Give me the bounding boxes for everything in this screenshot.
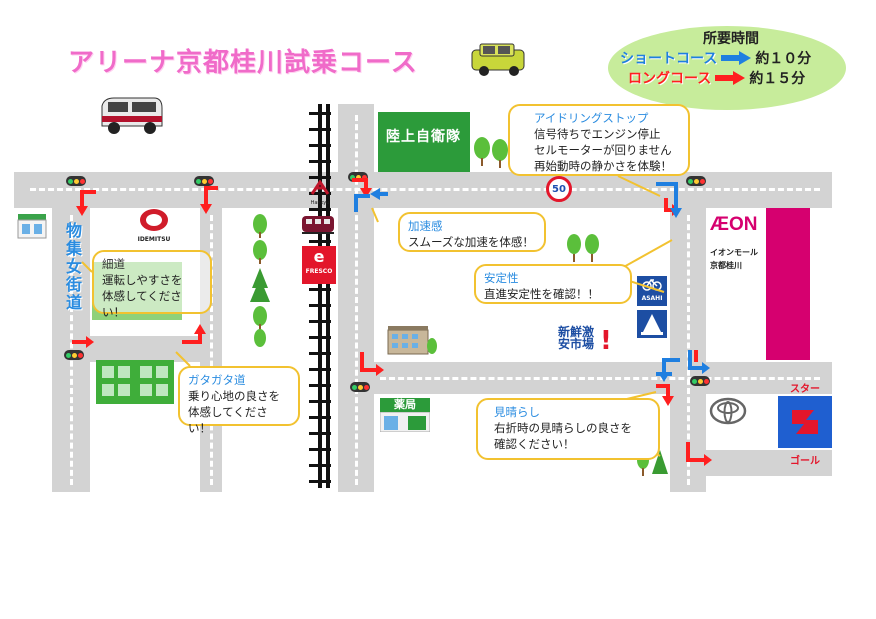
legend-short-course: ショートコース	[620, 51, 718, 67]
callout-text: 乗り心地の良さを	[188, 389, 280, 403]
shop-sign-blue	[637, 310, 667, 338]
hankyu-logo: Hankyu	[304, 179, 336, 208]
store-icon	[16, 212, 48, 240]
aeon-name: イオンモール 京都桂川	[710, 248, 758, 270]
arrow-right-icon	[715, 71, 746, 85]
parking-lot	[96, 360, 174, 404]
blue-arrowhead-icon	[370, 188, 710, 382]
car-image-green	[470, 40, 528, 78]
callout-text: 体感してください！	[102, 289, 182, 319]
traffic-light-icon	[66, 176, 86, 186]
tree-icon	[472, 136, 512, 174]
callout-acceleration: 加速感 スムーズな加速を体感！	[398, 212, 546, 252]
callout-heading: 見晴らし	[494, 405, 540, 419]
road-bottom-right-horizontal	[706, 450, 832, 476]
car-image-van	[98, 96, 166, 136]
aeon-mall-building: ÆON イオンモール 京都桂川	[706, 208, 810, 360]
lane-marking	[355, 115, 358, 485]
shinsen-label: 新鮮激安市場	[558, 325, 595, 351]
bicycle-icon	[642, 278, 662, 291]
idemitsu-label: IDEMITSU	[137, 236, 171, 243]
callout-text: 確認ください！	[494, 437, 575, 451]
red-arrow-icon	[72, 178, 706, 462]
callout-text: 運転しやすさを	[102, 273, 183, 287]
pharmacy-label: 薬局	[380, 398, 430, 412]
tree-icon	[564, 232, 604, 270]
legend-long-course: ロングコース	[628, 71, 712, 87]
legend-short-time: 約１０分	[755, 51, 812, 67]
goal-label: ゴール	[790, 456, 820, 467]
building-icon	[386, 322, 438, 356]
callout-heading: 加速感	[408, 219, 443, 233]
aeon-logo: ÆON	[710, 214, 758, 235]
callout-heading: ガタガタ道	[188, 373, 246, 387]
rikujo-label: 陸上自衛隊	[386, 129, 461, 145]
traffic-light-icon	[686, 176, 706, 186]
callout-text: 右折時の見晴らしの良さを	[494, 421, 632, 435]
suzuki-logo	[778, 396, 832, 448]
time-legend: 所要時間 ショートコース 約１０分 ロングコース 約１５分	[608, 26, 846, 110]
traffic-light-icon	[64, 350, 84, 360]
callout-text: スムーズな加速を体感！	[408, 235, 534, 249]
blue-arrow-icon	[354, 182, 704, 376]
idemitsu-logo: IDEMITSU	[128, 208, 180, 248]
arrow-right-icon	[721, 51, 752, 65]
hankyu-mark-icon	[310, 179, 330, 195]
exclamation-icon: !	[600, 326, 612, 356]
lane-marking	[210, 215, 213, 485]
lane-marking	[380, 377, 820, 380]
callout-text: 再始動時の静かさを体験！	[534, 159, 672, 173]
fresco-logo: e FRESCO	[302, 246, 336, 284]
rikujo-jieitai-sign: 陸上自衛隊	[378, 112, 470, 172]
callout-heading: アイドリングストップ	[534, 111, 649, 125]
red-arrowhead-icon	[76, 188, 712, 466]
callout-visibility: 見晴らし 右折時の見晴らしの良さを 確認ください！	[476, 398, 660, 460]
asahi-sign: ASAHI	[637, 276, 667, 306]
fresco-label: FRESCO	[305, 268, 333, 275]
lane-marking	[30, 188, 820, 191]
street-name-vertical: 物集女街道	[65, 221, 82, 312]
train-icon	[300, 214, 336, 236]
suzuki-mark-icon	[792, 410, 818, 434]
tree-icon	[250, 212, 270, 356]
star-label: スター	[790, 384, 820, 395]
page-title: アリーナ京都桂川試乗コース	[68, 48, 418, 78]
traffic-light-icon	[350, 382, 370, 392]
callout-text: 体感してください！	[188, 405, 268, 435]
speed-limit-sign: 50	[546, 176, 572, 202]
legend-long-time: 約１５分	[749, 71, 806, 87]
callout-text: 信号待ちでエンジン停止	[534, 127, 661, 141]
callout-bumpy-road: ガタガタ道 乗り心地の良さを 体感してください！	[178, 366, 300, 435]
legend-heading: 所要時間	[703, 31, 759, 47]
hankyu-label: Hankyu	[310, 200, 330, 206]
callout-text: セルモーターが回りません	[534, 143, 672, 157]
callout-idling-stop: アイドリングストップ 信号待ちでエンジン停止 セルモーターが回りません 再始動時…	[508, 104, 690, 176]
callout-heading: 細道	[102, 257, 125, 271]
asahi-label: ASAHI	[641, 295, 663, 302]
callout-stability: 安定性 直進安定性を確認！！	[474, 264, 632, 304]
callout-text: 直進安定性を確認！！	[484, 287, 599, 301]
toyota-logo	[708, 396, 748, 426]
shinsen-market-sign: 新鮮激安市場	[558, 326, 608, 362]
callout-heading: 安定性	[484, 271, 519, 285]
idemitsu-mark-icon	[140, 209, 168, 231]
railway-rail-2	[326, 104, 330, 488]
traffic-light-icon	[194, 176, 214, 186]
callout-narrow-road: 細道 運転しやすさを 体感してください！	[92, 250, 212, 319]
traffic-light-icon	[348, 172, 368, 182]
traffic-light-icon	[690, 376, 710, 386]
speed-limit-value: 50	[552, 183, 566, 195]
